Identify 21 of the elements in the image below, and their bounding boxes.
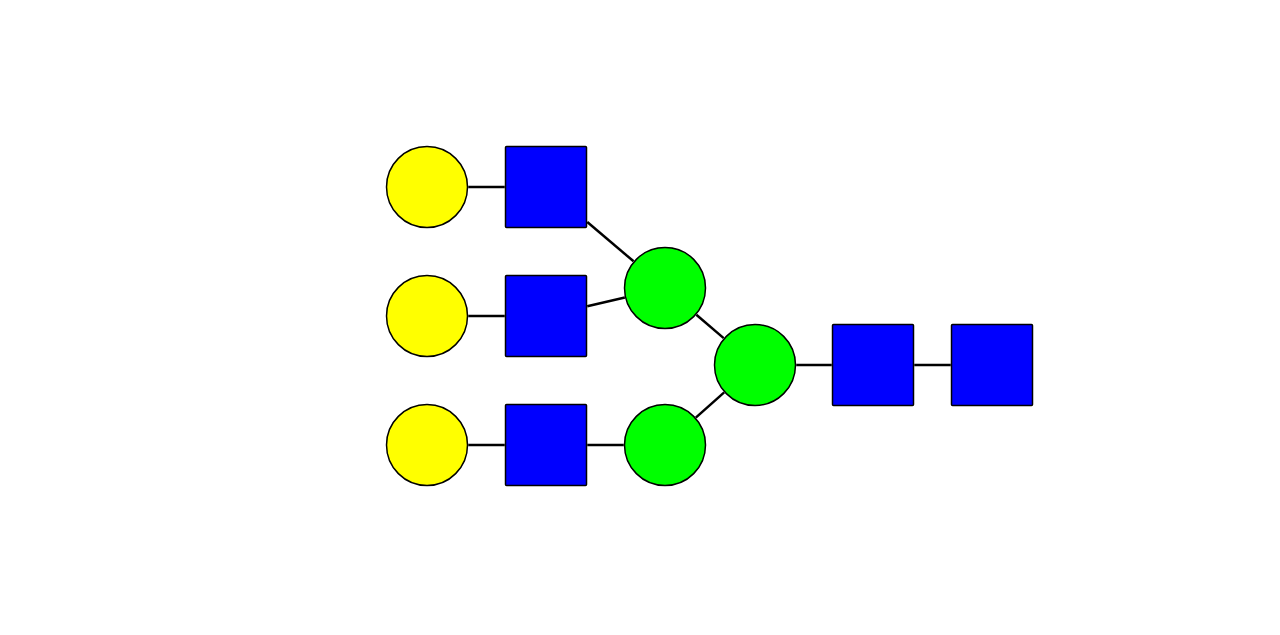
- connector-line: [586, 296, 626, 308]
- square-symbol: [504, 274, 588, 358]
- connector-line: [587, 443, 624, 447]
- connector-line: [468, 185, 505, 189]
- connector-line: [695, 391, 725, 419]
- circle-symbol: [385, 274, 469, 358]
- circle-symbol: [623, 403, 707, 487]
- connector-line: [695, 313, 725, 340]
- square-symbol: [831, 323, 915, 407]
- circle-symbol: [385, 403, 469, 487]
- connector-line: [468, 443, 505, 447]
- connector-line: [468, 314, 505, 318]
- circle-symbol: [713, 323, 797, 407]
- circle-symbol: [385, 145, 469, 229]
- square-symbol: [504, 145, 588, 229]
- connector-line: [914, 363, 951, 367]
- connector-line: [586, 221, 635, 263]
- square-symbol: [950, 323, 1034, 407]
- square-symbol: [504, 403, 588, 487]
- connector-line: [796, 363, 832, 367]
- circle-symbol: [623, 246, 707, 330]
